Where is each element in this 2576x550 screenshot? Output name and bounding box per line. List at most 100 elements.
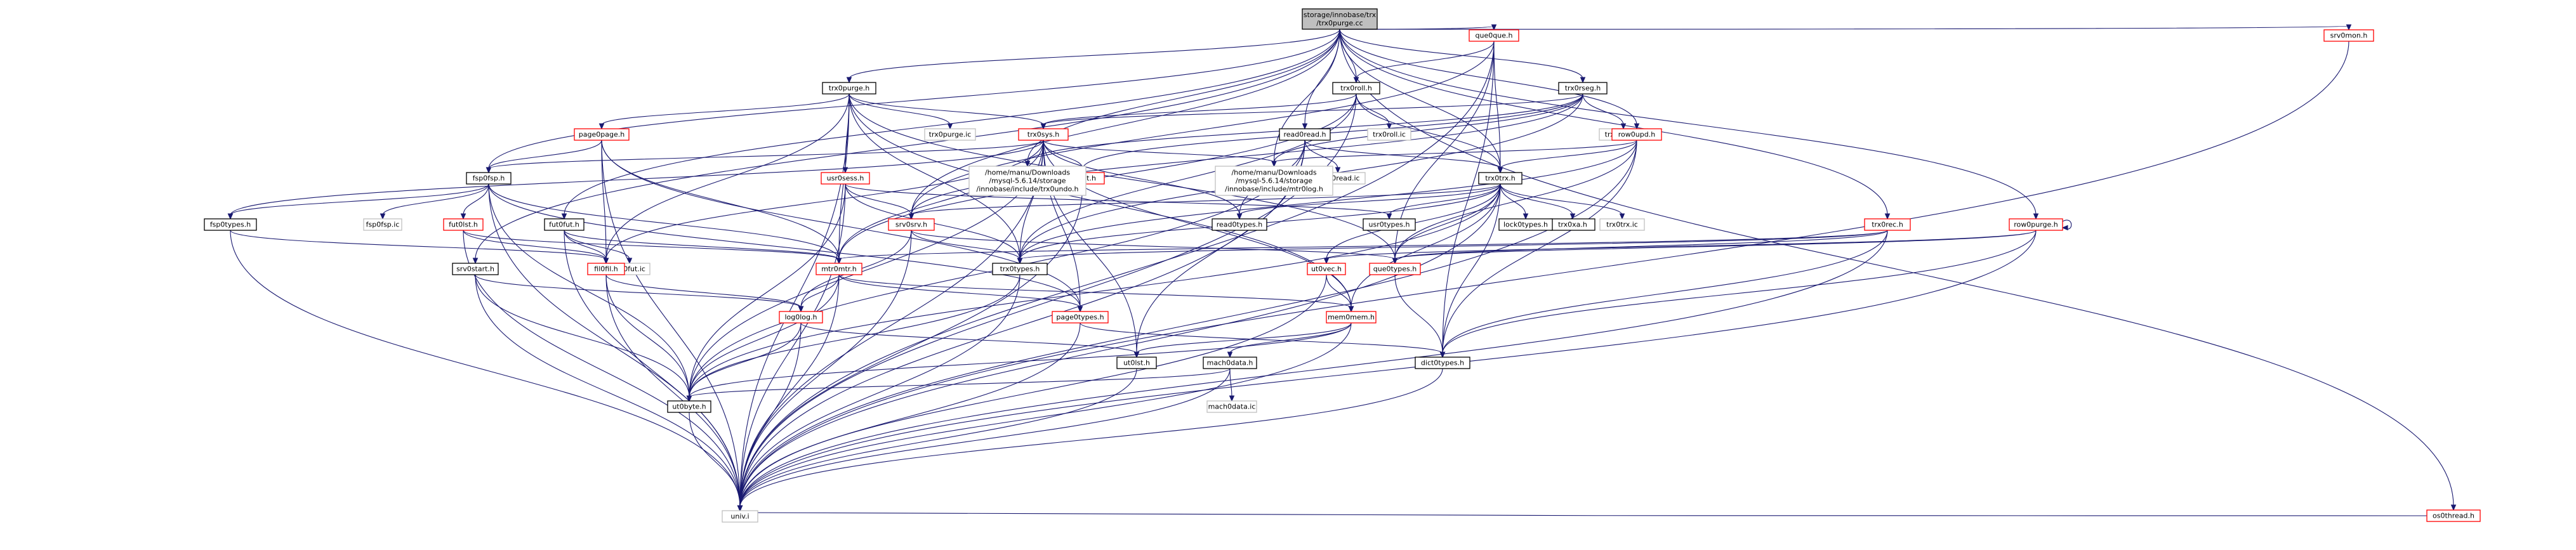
edge-line — [739, 140, 1305, 507]
edge-line — [1326, 274, 1352, 308]
node-ut0lst-h[interactable]: ut0lst.h — [1116, 357, 1157, 369]
node-box — [574, 128, 630, 141]
node-box — [722, 510, 758, 523]
node-mach0data-h[interactable]: mach0data.h — [1203, 357, 1257, 369]
edge-line — [739, 140, 1637, 507]
edge-ut0vec_h-to-mem0mem_h — [1326, 274, 1354, 313]
edge-fsp0types_h-to-fil0fil_h — [230, 230, 609, 265]
node-box — [1302, 8, 1378, 30]
node-os0thread-h[interactable]: os0thread.h — [2426, 509, 2481, 522]
node-trx0rec-h[interactable]: trx0rec.h — [1864, 218, 1911, 231]
edge-line — [800, 322, 1137, 354]
node-trx0rseg-h[interactable]: trx0rseg.h — [1558, 82, 1608, 95]
node-label: row0purge.h — [2014, 221, 2058, 229]
edge-line — [1019, 93, 1357, 260]
node-trx0xa-h[interactable]: trx0xa.h — [1550, 218, 1595, 231]
node-trx0roll-h[interactable]: trx0roll.h — [1332, 82, 1380, 95]
edge-line — [1339, 29, 2037, 216]
edge-line — [605, 140, 1044, 260]
edge-line — [601, 140, 741, 507]
node-fut0lst-h[interactable]: fut0lst.h — [443, 218, 484, 231]
edge-root-to-srv0start_h — [472, 29, 1340, 265]
edge-arrowhead — [1335, 167, 1341, 174]
node-label: trx0roll.ic — [1373, 131, 1406, 139]
node-label: fut0lst.h — [449, 221, 478, 229]
node-label: trx0sys.h — [1027, 131, 1060, 139]
node-srv0srv-h[interactable]: srv0srv.h — [888, 218, 935, 231]
node-box — [443, 218, 484, 231]
node-box — [1864, 218, 1911, 231]
node-usr0sess-h[interactable]: usr0sess.h — [821, 172, 870, 185]
node-srv0start-h[interactable]: srv0start.h — [452, 263, 499, 275]
node-usr0types-h[interactable]: usr0types.h — [1363, 218, 1416, 231]
node-row0upd-h[interactable]: row0upd.h — [1611, 128, 1662, 141]
edge-line — [1339, 29, 1637, 126]
edge-line — [911, 230, 1020, 260]
edge-line — [1027, 29, 1340, 163]
edge-line — [739, 368, 1443, 507]
edge-line — [689, 183, 1501, 398]
edge-fsp0fsp_h-to-fsp0fsp_ic — [380, 183, 489, 220]
edge-line — [838, 274, 1352, 308]
edge-line — [488, 140, 1044, 169]
node-label: /innobase/include/trx0undo.h — [977, 185, 1079, 193]
edge-mach0data_h-to-univ_i — [737, 368, 1231, 512]
edge-arrowhead — [2061, 225, 2068, 231]
node-ut0byte-h[interactable]: ut0byte.h — [667, 400, 711, 413]
edge-line — [1273, 93, 1583, 163]
edge-line — [1273, 140, 1637, 163]
node-label: trx0roll.h — [1340, 84, 1372, 93]
edge-line — [849, 93, 951, 126]
edge-line — [564, 230, 741, 507]
node-box — [204, 218, 257, 231]
node-log0log-h[interactable]: log0log.h — [779, 311, 823, 324]
edge-trx0trx_h-to-read0types_h — [1236, 183, 1501, 220]
edge-row0upd_h-to-mysql_mtr0log — [1271, 140, 1637, 167]
node-box — [667, 400, 711, 413]
edge-line — [838, 230, 1888, 260]
edge-line — [382, 183, 489, 216]
node-mem0mem-h[interactable]: mem0mem.h — [1326, 311, 1377, 324]
edge-fut0fut_h-to-fut0fut_ic — [564, 230, 633, 265]
node-fil0fil-h[interactable]: fil0fil.h — [587, 263, 625, 275]
edge-line — [1442, 230, 1888, 354]
node-read0types-h[interactable]: read0types.h — [1212, 218, 1267, 231]
edge-line — [739, 274, 1327, 507]
node-fsp0fsp-h[interactable]: fsp0fsp.h — [466, 172, 512, 185]
node-lock0types-h[interactable]: lock0types.h — [1498, 218, 1553, 231]
node-row0purge-h[interactable]: row0purge.h — [2009, 218, 2063, 231]
edge-arrowhead — [485, 167, 492, 174]
node-fsp0types-h[interactable]: fsp0types.h — [204, 218, 257, 231]
edge-line — [1442, 140, 1637, 354]
node-srv0mon-h[interactable]: srv0mon.h — [2323, 29, 2374, 42]
node-label: mtr0mtr.h — [821, 265, 857, 273]
node-que0types-h[interactable]: que0types.h — [1369, 263, 1421, 275]
edge-arrowhead — [472, 258, 479, 265]
edge-arrowhead — [1386, 213, 1392, 220]
edge-arrowhead — [798, 306, 804, 313]
node-que0que-h[interactable]: que0que.h — [1469, 29, 1519, 42]
node-trx0trx-ic: trx0trx.ic — [1599, 218, 1645, 231]
edge-read0read_h-to-trx0trx_h — [1304, 140, 1503, 174]
edge-trx0roll_h-to-trx0roll_ic — [1356, 93, 1392, 130]
node-trx0purge-h[interactable]: trx0purge.h — [822, 82, 876, 95]
edge-line — [845, 93, 850, 169]
node-dict0types-h[interactable]: dict0types.h — [1415, 357, 1470, 369]
edge-trx0trx_h-to-dict0types_h — [1439, 183, 1501, 358]
node-trx0types-h[interactable]: trx0types.h — [992, 263, 1048, 275]
node-page0types-h[interactable]: page0types.h — [1052, 311, 1109, 324]
node-box — [1415, 357, 1470, 369]
edge-arrowhead — [598, 123, 605, 130]
node-trx0trx-h[interactable]: trx0trx.h — [1478, 172, 1522, 185]
edge-line — [739, 93, 850, 507]
edge-line — [605, 274, 802, 308]
node-fut0fut-h[interactable]: fut0fut.h — [544, 218, 585, 231]
node-box — [2323, 29, 2374, 42]
node-mtr0mtr-h[interactable]: mtr0mtr.h — [816, 263, 862, 275]
node-trx0sys-h[interactable]: trx0sys.h — [1018, 128, 1069, 141]
node-label: read0types.h — [1217, 221, 1263, 229]
node-ut0vec-h[interactable]: ut0vec.h — [1307, 263, 1346, 275]
node-page0page-h[interactable]: page0page.h — [574, 128, 630, 141]
node-label: page0page.h — [579, 131, 624, 139]
node-read0read-h[interactable]: read0read.h — [1279, 128, 1331, 141]
